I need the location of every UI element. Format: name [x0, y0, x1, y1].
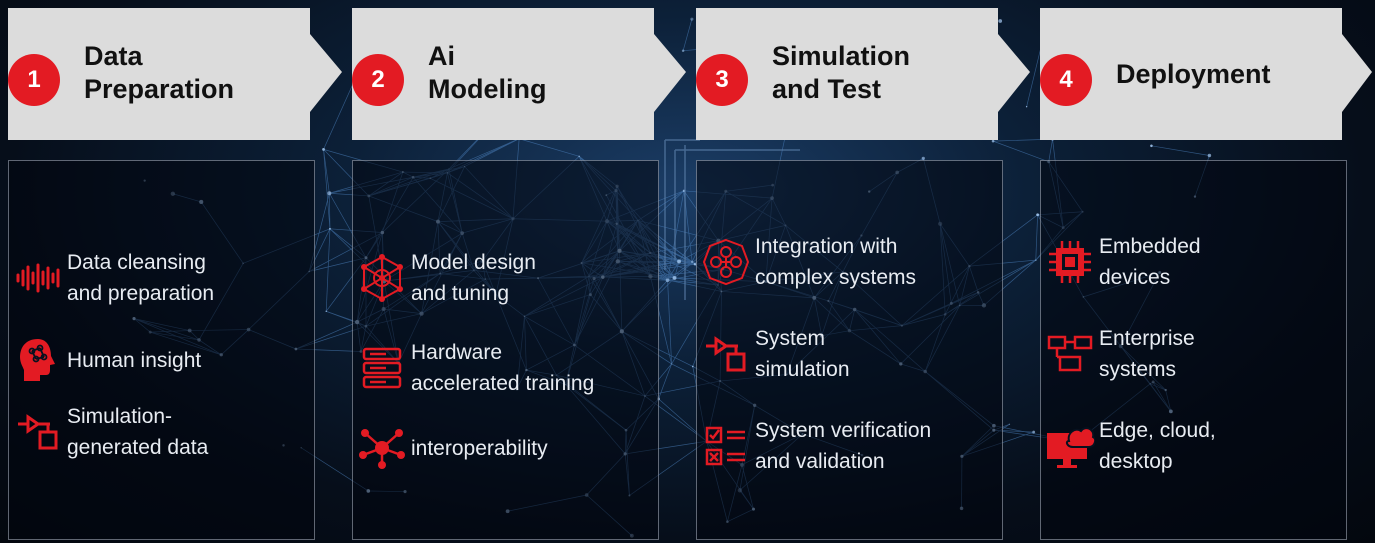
item-label: Data cleansing and preparation: [67, 251, 215, 305]
list-item: Embedded devices: [1041, 231, 1341, 293]
item-label: System simulation: [755, 327, 850, 381]
list-item: interoperability: [353, 427, 653, 469]
header-arrow-shape: [8, 8, 342, 140]
simulation-icon: [697, 334, 755, 374]
step-header: 2 Ai Modeling: [344, 8, 689, 140]
list-item: Hardware accelerated training: [353, 337, 653, 399]
item-label: Integration with complex systems: [755, 235, 917, 289]
list-item: System simulation: [697, 323, 997, 385]
step-header: 3 Simulation and Test: [688, 8, 1033, 140]
simulation-icon: [9, 412, 67, 452]
list-item: Simulation- generated data: [9, 401, 309, 463]
step-title-line: Simulation: [772, 41, 911, 71]
step-header: 4 Deployment: [1032, 8, 1375, 140]
step-title: Data Preparation: [84, 40, 314, 106]
item-label: Human insight: [67, 348, 202, 372]
list-item: Human insight: [9, 337, 309, 383]
step-title-line: Preparation: [84, 74, 235, 104]
item-label: Hardware accelerated training: [411, 341, 595, 395]
step-title-line: Deployment: [1116, 59, 1271, 89]
network-model-icon: [353, 254, 411, 302]
list-item: System verification and validation: [697, 415, 997, 477]
step-title-line: and Test: [772, 74, 882, 104]
step-title: Ai Modeling: [428, 40, 658, 106]
step-title-line: Ai: [428, 41, 455, 71]
cloud-desktop-icon: [1041, 421, 1099, 471]
step-title-line: Modeling: [428, 74, 547, 104]
header-arrow-shape: [352, 8, 686, 140]
step-panel: Model design and tuning Hardware acceler…: [352, 160, 659, 540]
item-label: interoperability: [411, 436, 548, 460]
server-rack-icon: [353, 346, 411, 390]
step-number-badge: 2: [352, 54, 404, 106]
step-panel: Data cleansing and preparation Human ins…: [8, 160, 315, 540]
list-item: Model design and tuning: [353, 247, 653, 309]
complex-system-icon: [697, 238, 755, 286]
header-arrow-shape: [1040, 8, 1372, 140]
step-simulation-and-test: 3 Simulation and Test Integration: [688, 0, 1033, 543]
step-ai-modeling: 2 Ai Modeling: [344, 0, 689, 543]
step-header: 1 Data Preparation: [0, 8, 345, 140]
item-label: Simulation- generated data: [67, 405, 209, 459]
step-number-badge: 4: [1040, 54, 1092, 106]
list-item: Enterprise systems: [1041, 323, 1341, 385]
networked-computers-icon: [1041, 333, 1099, 375]
step-number-badge: 3: [696, 54, 748, 106]
item-label: Model design and tuning: [411, 251, 536, 305]
chip-icon: [1041, 239, 1099, 285]
human-head-icon: [9, 337, 67, 383]
step-title: Simulation and Test: [772, 40, 1002, 106]
step-panel: Integration with complex systems Syst: [696, 160, 1003, 540]
item-label: System verification and validation: [755, 419, 932, 473]
item-label: Enterprise systems: [1099, 327, 1195, 381]
list-item: Integration with complex systems: [697, 231, 997, 293]
step-deployment: 4 Deployment: [1032, 0, 1375, 543]
checklist-icon: [697, 424, 755, 468]
item-label: Embedded devices: [1099, 235, 1201, 289]
list-item: Data cleansing and preparation: [9, 247, 309, 309]
hub-nodes-icon: [353, 427, 411, 469]
step-title: Deployment: [1116, 58, 1346, 91]
list-item: Edge, cloud, desktop: [1041, 415, 1341, 477]
item-label: Edge, cloud, desktop: [1099, 419, 1216, 473]
step-title-line: Data: [84, 41, 143, 71]
step-number-badge: 1: [8, 54, 60, 106]
step-data-preparation: 1 Data Preparation: [0, 0, 345, 543]
step-panel: Embedded devices Enter: [1040, 160, 1347, 540]
header-arrow-shape: [696, 8, 1030, 140]
waveform-icon: [9, 263, 67, 293]
